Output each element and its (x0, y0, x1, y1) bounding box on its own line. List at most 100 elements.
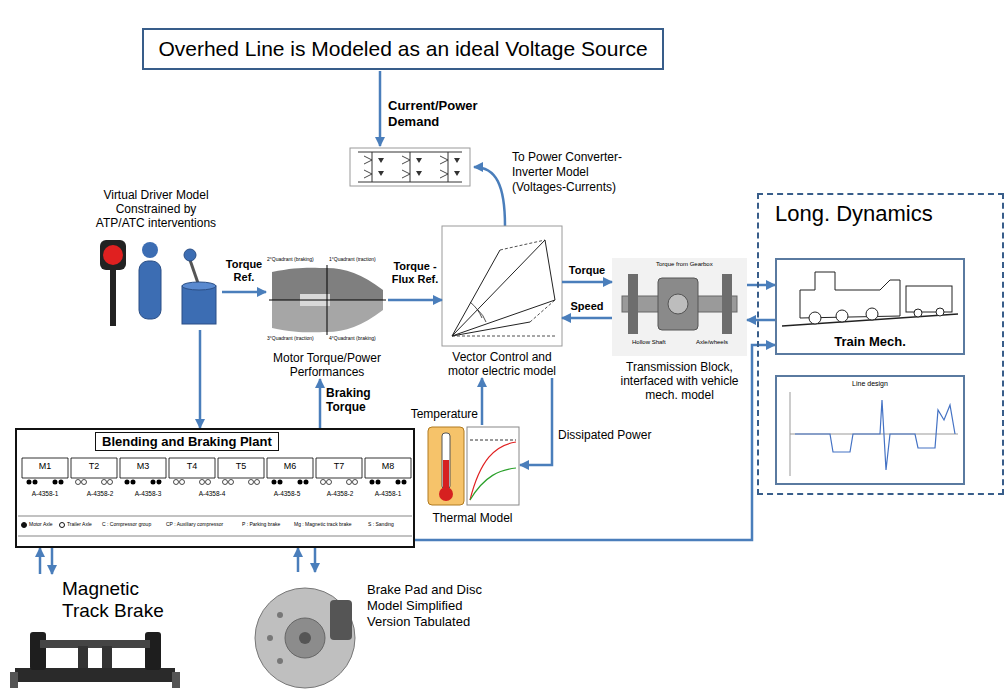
performance-chart: Motor Torque/Power Performances (266, 255, 388, 379)
thermometer-tube (442, 433, 450, 489)
node-text: Train Mech. (777, 334, 963, 350)
gearbox (658, 278, 698, 330)
actuator (145, 632, 161, 670)
wagon (906, 286, 952, 312)
disc-hole (267, 635, 273, 641)
note-label: M8 (365, 461, 411, 472)
note-label: Current/Power Demand (388, 98, 500, 131)
disc-hub (285, 618, 325, 658)
node-text: Blending and Braking Plant (95, 432, 279, 451)
legend-item: Motor Axle (21, 521, 53, 528)
note-label: M1 (22, 461, 68, 472)
note-label: 2°Quadrant (braking) (267, 256, 325, 262)
edge-label: Speed (562, 300, 612, 313)
trailer-axle (76, 480, 358, 485)
end-block (10, 672, 18, 688)
note-label: M6 (267, 461, 313, 472)
chart-axes (269, 265, 386, 335)
disc-hole (277, 658, 283, 664)
angle-arcs (470, 302, 486, 322)
connector-arrow (388, 299, 442, 302)
actuator (102, 646, 112, 668)
end-block (172, 672, 180, 688)
note-label: Mg : Magnetic track brake (294, 521, 352, 527)
signal-post (110, 270, 116, 326)
car-outline (22, 458, 411, 478)
wheel (866, 308, 878, 320)
thermal-figure: Thermal Model (425, 425, 520, 525)
gear-wheel (668, 294, 688, 314)
disc-figure: Brake Pad and Disc Model Simplified Vers… (255, 572, 495, 694)
train-figure: Train Mech. (775, 258, 965, 355)
connector-arrow (481, 378, 484, 425)
connector-arrow (199, 330, 202, 428)
wheel (836, 310, 848, 322)
driver-body (139, 261, 161, 319)
demand-arrow (379, 71, 382, 146)
lever-top (182, 282, 216, 290)
note-label: A-4358-3 (130, 490, 166, 498)
vector-frame (442, 226, 562, 346)
note-label: P : Parking brake (242, 521, 280, 527)
legend-rule (18, 516, 412, 536)
brake-figure: Magnetic Track Brake (8, 574, 183, 694)
diode-symbol (378, 158, 460, 176)
edge-label: Temperature (396, 407, 478, 421)
note-label: C : Compressor group (102, 521, 151, 527)
wheel-right (722, 274, 732, 334)
note-label: Torque from Gearbox (656, 261, 726, 269)
plant-box: Blending and Braking Plant (15, 428, 415, 548)
node-text: Vector Control and motor electric model (442, 350, 562, 378)
node-text: Transmission Block, interfaced with vehi… (612, 360, 747, 402)
transmission-figure: Transmission Block, interfaced with vehi… (612, 258, 747, 402)
node-text: Virtual Driver Model Constrained by ATP/… (90, 188, 222, 230)
node-text: Magnetic Track Brake (62, 578, 183, 622)
note-label: A-4358-5 (269, 490, 305, 498)
inverter-frame (350, 148, 470, 186)
disc-hole (277, 612, 283, 618)
dynamics-region: Long. DynamicsTrain Mech. Line design (757, 193, 1004, 495)
node-text: Motor Torque/Power Performances (266, 351, 388, 379)
note-label: To Power Converter-Inverter Model (Volta… (512, 150, 634, 195)
node-text: Long. Dynamics (775, 201, 1002, 227)
legend-text: Trailer Axle (67, 521, 92, 528)
line-chart: Line design (775, 375, 965, 485)
actuator (78, 646, 88, 668)
connector-arrow (314, 548, 317, 572)
note-label: T4 (169, 461, 215, 472)
temperature-curve (470, 468, 516, 500)
legend-text: Motor Axle (29, 521, 53, 528)
edge-label: Dissipated Power (558, 428, 670, 442)
note-label: T7 (316, 461, 362, 472)
note-label: T2 (71, 461, 117, 472)
note-label: CP : Auxiliary compressor (166, 521, 223, 527)
note-label: 1°Quadrant (traction) (329, 256, 387, 262)
inverter-wires (358, 152, 462, 182)
transistor-symbol (364, 156, 448, 178)
thermometer-bulb (439, 487, 453, 501)
note-label: 3°Quadrant (traction) (267, 335, 325, 341)
legend-swatch (59, 522, 65, 528)
lever-base (182, 286, 216, 324)
legend-swatch (21, 522, 27, 528)
note-label: T5 (218, 461, 264, 472)
edge-label: Torque (562, 264, 612, 277)
gradient-profile (795, 400, 955, 470)
signal-head (100, 240, 126, 270)
cross-beam (40, 640, 150, 648)
limit-line (470, 440, 516, 441)
connector-arrow (747, 319, 775, 322)
disc-centre (299, 632, 311, 644)
motor-axle (27, 479, 407, 484)
thermal-graph (467, 427, 519, 505)
thermometer-fill (443, 460, 449, 490)
node-text: Line design (777, 379, 963, 388)
note-label: A-4358-1 (27, 490, 63, 498)
connector-arrow (520, 378, 552, 465)
connector-arrow (319, 379, 322, 428)
note-label: A-4358-2 (322, 490, 358, 498)
transmission-ground (612, 258, 747, 356)
wheel (809, 312, 821, 324)
connector-arrow (222, 291, 266, 294)
